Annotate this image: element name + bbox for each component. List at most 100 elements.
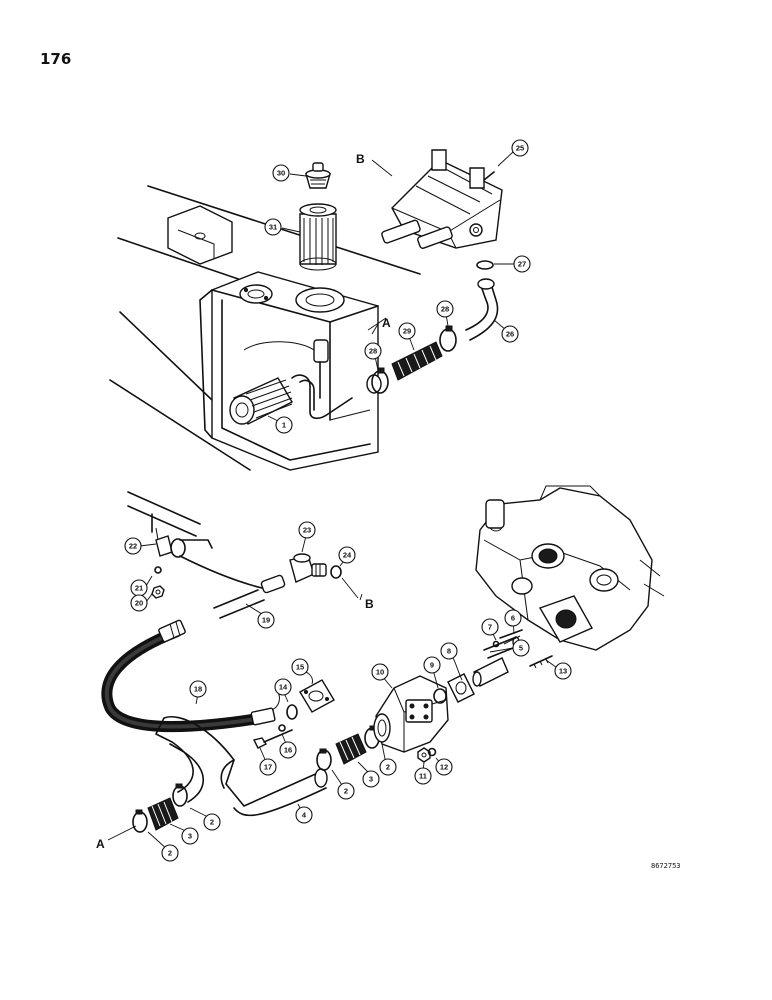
callout-5: 5 [512,639,530,657]
svg-text:5: 5 [519,644,523,653]
callout-7: 7 [481,618,499,636]
callout-30: 30 [272,164,290,182]
callout-24: 24 [338,546,356,564]
callout-29: 29 [398,322,416,340]
hose-clamp-end [132,809,148,833]
flange-o-ring [286,704,298,720]
svg-text:2: 2 [210,818,214,827]
svg-text:16: 16 [284,746,292,755]
callout-12: 12 [435,758,453,776]
svg-text:18: 18 [194,685,202,694]
svg-text:2: 2 [386,763,390,772]
callout-22: 22 [124,537,142,555]
callout-20: 20 [130,594,148,612]
svg-text:21: 21 [135,584,143,593]
pump-adapter [472,657,509,687]
callout-19: 19 [257,611,275,629]
dowel-pin [499,629,523,645]
callout-2-pump: 2 [379,758,397,776]
hose-clamp-upper-left [371,367,389,394]
svg-text:10: 10 [376,668,384,677]
pressure-hose [101,619,280,733]
o-ring [476,260,494,270]
hose-clamp-tube-left [172,783,188,807]
return-tube [465,278,499,341]
svg-text:17: 17 [264,763,272,772]
callout-18: 18 [189,680,207,698]
svg-text:29: 29 [403,327,411,336]
shaft-key [492,640,500,648]
pressure-tube [179,555,286,619]
svg-text:31: 31 [269,223,277,232]
lock-washer [154,566,162,574]
ref-letter-b-valve: B [356,152,365,166]
svg-text:8: 8 [447,647,451,656]
svg-text:11: 11 [419,772,427,781]
svg-text:28: 28 [369,347,377,356]
flange-capscrew [252,729,293,749]
svg-text:23: 23 [303,526,311,535]
callout-6: 6 [504,609,522,627]
svg-text:22: 22 [129,542,137,551]
svg-text:4: 4 [302,811,307,820]
svg-text:1: 1 [282,421,286,430]
drawing-code: 8672753 [651,862,681,870]
ref-letter-a-tube: A [96,837,105,851]
pump-gasket [433,688,447,704]
page-number: 176 [40,50,72,68]
svg-text:30: 30 [277,169,285,178]
callout-8: 8 [440,642,458,660]
callout-16: 16 [279,741,297,759]
tube-clamp [155,527,186,558]
reservoir-hose [391,341,443,381]
svg-text:3: 3 [369,775,373,784]
svg-text:3: 3 [188,832,192,841]
engine-front-cover [475,485,665,651]
filter-cap [305,162,331,189]
callout-26: 26 [501,325,519,343]
callout-23: 23 [298,521,316,539]
svg-text:13: 13 [559,667,567,676]
svg-text:2: 2 [168,849,172,858]
hydraulic-pump [373,675,449,753]
callout-2-tube: 2 [337,782,355,800]
filter-element [299,203,337,271]
callout-15: 15 [291,658,309,676]
callout-4: 4 [295,806,313,824]
callout-3-end: 3 [181,827,199,845]
callout-21: 21 [130,579,148,597]
control-valve [381,149,503,249]
callout-3-pump: 3 [362,770,380,788]
callout-27: 27 [513,255,531,273]
svg-text:28: 28 [441,305,449,314]
callout-10: 10 [371,663,389,681]
callout-2-tube-left: 2 [203,813,221,831]
callout-17: 17 [259,758,277,776]
pump-nut [417,747,431,763]
svg-text:6: 6 [511,614,515,623]
callout-28-right: 28 [436,300,454,318]
svg-text:9: 9 [430,661,434,670]
ref-letter-a-tank: A [382,316,391,330]
frame-member [127,491,213,549]
svg-text:2: 2 [344,787,348,796]
svg-text:15: 15 [296,663,304,672]
ref-letter-b-fitting: B [365,597,374,611]
hydraulic-tank [109,185,421,471]
svg-text:14: 14 [279,683,288,692]
svg-text:19: 19 [262,616,270,625]
svg-text:12: 12 [440,763,448,772]
svg-text:26: 26 [506,330,514,339]
hose-clamp-tube-right [316,748,332,771]
svg-text:27: 27 [518,260,526,269]
pump-drive-coupling [447,673,475,703]
hose-clamp-upper-right [439,325,457,352]
pump-washer [427,747,437,757]
svg-text:24: 24 [343,551,352,560]
suction-tube [155,716,328,817]
fitting-o-ring [330,565,342,579]
callout-14: 14 [274,678,292,696]
callout-31: 31 [264,218,282,236]
